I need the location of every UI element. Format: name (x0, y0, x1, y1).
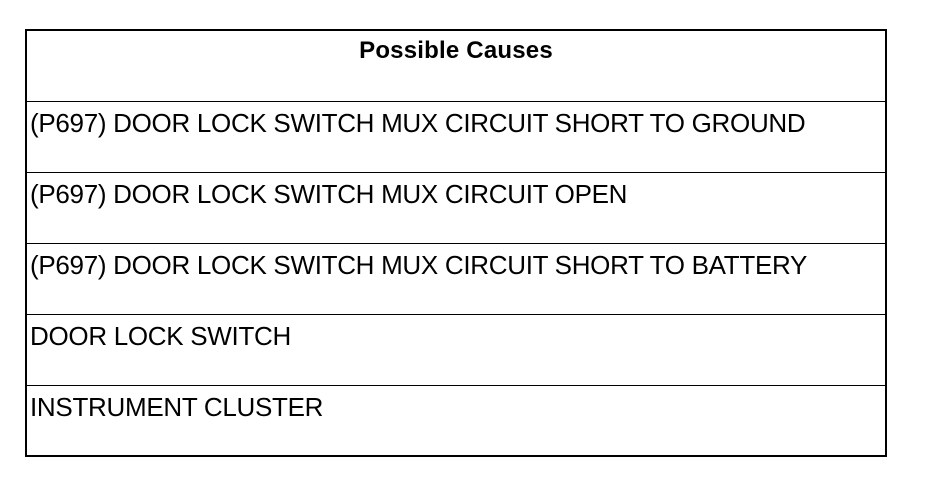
cause-cell: INSTRUMENT CLUSTER (30, 392, 324, 422)
table-header-row: Possible Causes (27, 31, 885, 102)
table-row: DOOR LOCK SWITCH (27, 315, 885, 386)
cause-cell: (P697) DOOR LOCK SWITCH MUX CIRCUIT OPEN (30, 179, 628, 209)
table-row: (P697) DOOR LOCK SWITCH MUX CIRCUIT SHOR… (27, 244, 885, 315)
table-row: (P697) DOOR LOCK SWITCH MUX CIRCUIT OPEN (27, 173, 885, 244)
cause-cell: (P697) DOOR LOCK SWITCH MUX CIRCUIT SHOR… (30, 250, 808, 280)
table-row: INSTRUMENT CLUSTER (27, 386, 885, 457)
table-row: (P697) DOOR LOCK SWITCH MUX CIRCUIT SHOR… (27, 102, 885, 173)
table-header: Possible Causes (359, 37, 553, 64)
cause-cell: (P697) DOOR LOCK SWITCH MUX CIRCUIT SHOR… (30, 108, 806, 138)
possible-causes-table: Possible Causes (P697) DOOR LOCK SWITCH … (25, 29, 887, 457)
cause-cell: DOOR LOCK SWITCH (30, 321, 291, 351)
